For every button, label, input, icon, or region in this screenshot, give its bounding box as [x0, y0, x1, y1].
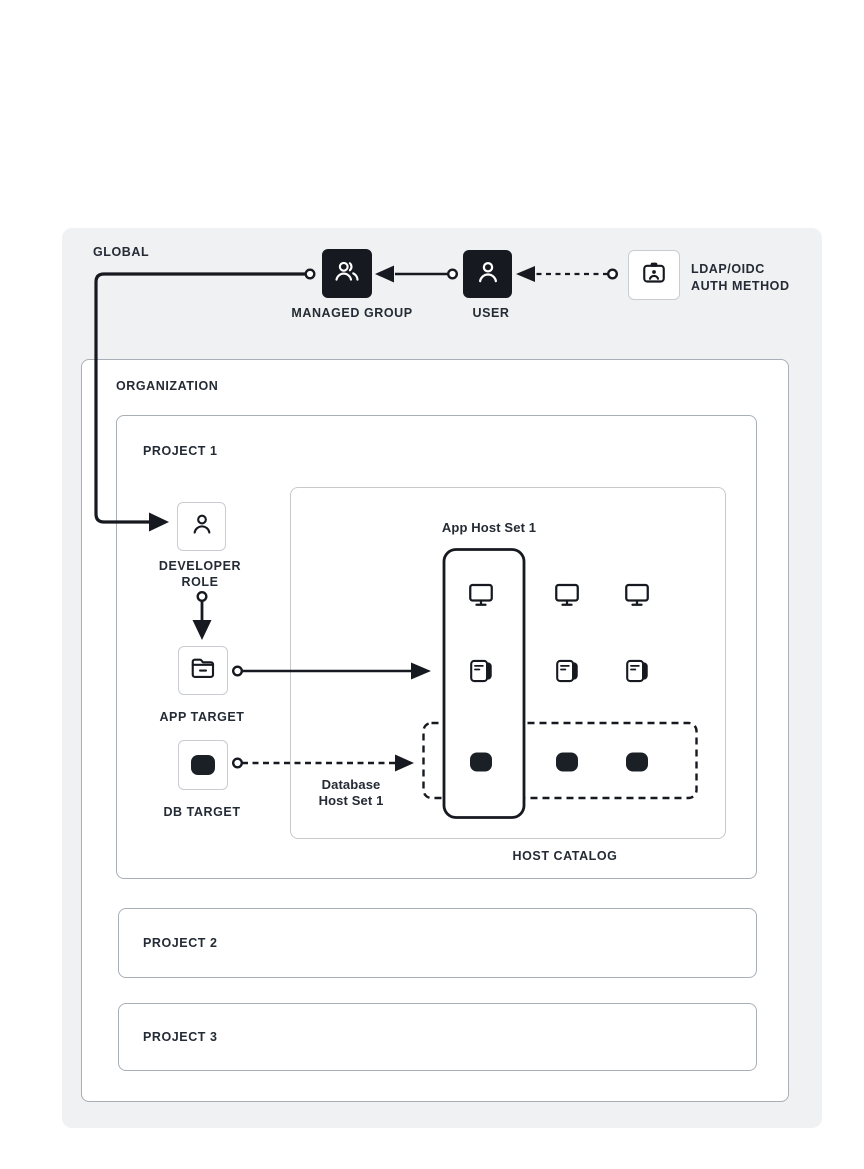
project-3-box [118, 1003, 757, 1071]
users-icon [332, 256, 362, 291]
server-host-icon [467, 657, 495, 685]
user-label: USER [472, 306, 510, 320]
workstation-host-icon [622, 579, 652, 609]
app-target-node [178, 646, 228, 695]
id-badge-icon [639, 258, 669, 293]
developer-role-label: DEVELOPER ROLE [158, 559, 242, 589]
managed-group-label: MANAGED GROUP [291, 306, 413, 320]
developer-role-node [177, 502, 226, 551]
app-host-set-label: App Host Set 1 [441, 520, 537, 535]
database-host-icon [626, 752, 648, 772]
user-icon [473, 257, 503, 292]
project-2-label: PROJECT 2 [143, 936, 218, 950]
server-host-icon [623, 657, 651, 685]
managed-group-node [322, 249, 372, 298]
global-scope-label: GLOBAL [93, 245, 150, 259]
database-host-icon [556, 752, 578, 772]
workstation-host-icon [466, 579, 496, 609]
auth-method-node [628, 250, 680, 300]
organization-label: ORGANIZATION [116, 379, 219, 393]
workstation-host-icon [552, 579, 582, 609]
user-node [463, 250, 512, 298]
db-target-node [178, 740, 228, 790]
database-host-icon [470, 752, 492, 772]
project-2-box [118, 908, 757, 978]
project-1-label: PROJECT 1 [143, 444, 218, 458]
database-icon [191, 755, 215, 775]
auth-method-label: LDAP/OIDC AUTH METHOD [691, 262, 790, 293]
person-icon [188, 510, 216, 543]
server-host-icon [553, 657, 581, 685]
app-target-label: APP TARGET [159, 710, 245, 724]
host-catalog-label: HOST CATALOG [512, 849, 618, 863]
database-host-set-label: Database Host Set 1 [318, 777, 384, 808]
project-3-label: PROJECT 3 [143, 1030, 218, 1044]
db-target-label: DB TARGET [163, 805, 241, 819]
folder-minus-icon [188, 653, 218, 688]
